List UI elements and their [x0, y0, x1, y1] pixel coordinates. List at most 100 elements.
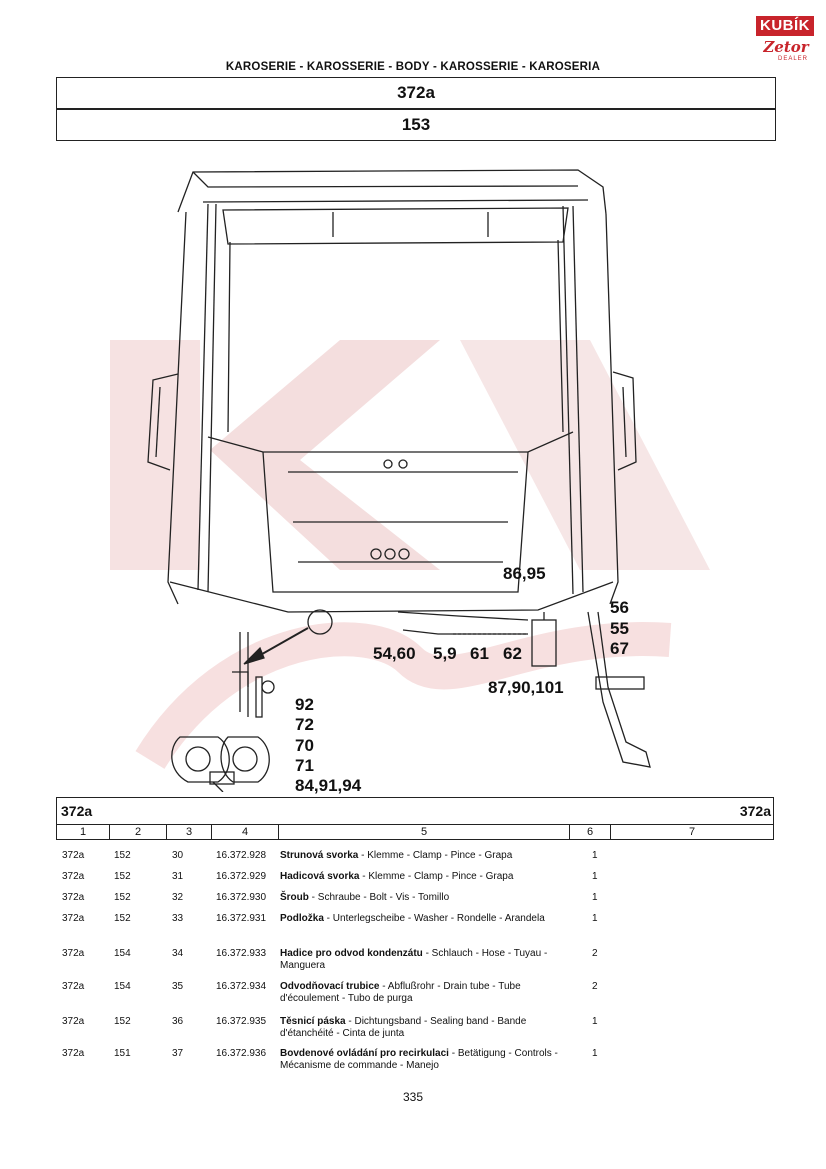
cell-figure: 152: [114, 850, 131, 861]
page-number: 335: [402, 1090, 424, 1104]
cell-description: Podložka - Unterlegscheibe - Washer - Ro…: [280, 913, 570, 925]
cell-part-number: 16.372.931: [216, 913, 267, 924]
callout-87-90-101: 87,90,101: [488, 678, 564, 697]
col-header-1: 1: [57, 825, 110, 839]
cell-part-number: 16.372.936: [216, 1048, 267, 1059]
cell-description: Hadicová svorka - Klemme - Clamp - Pince…: [280, 871, 570, 883]
description-czech: Šroub: [280, 892, 309, 903]
section-title: KAROSERIE - KAROSSERIE - BODY - KAROSSER…: [225, 61, 601, 73]
cell-description: Bovdenové ovládání pro recirkulaci - Bet…: [280, 1048, 570, 1072]
callout-70: 70: [295, 736, 314, 755]
description-translations: - Schlauch - Hose - Tuyau - Manguera: [280, 948, 548, 971]
callout-86-95: 86,95: [503, 564, 546, 583]
cell-group: 372a: [62, 1048, 85, 1059]
description-czech: Těsnicí páska: [280, 1016, 346, 1027]
cell-figure: 152: [114, 892, 131, 903]
brand-sub: DEALER: [778, 56, 809, 62]
callout-71: 71: [295, 756, 314, 775]
cell-part-number: 16.372.935: [216, 1016, 267, 1027]
figure-number-box: 153: [56, 109, 776, 141]
cell-figure: 152: [114, 1016, 131, 1027]
cell-quantity: 1: [592, 913, 598, 924]
cell-quantity: 1: [592, 871, 598, 882]
col-header-2: 2: [110, 825, 167, 839]
description-translations: - Betätigung - Controls - Mécanisme de c…: [280, 1048, 558, 1071]
cell-position: 32: [172, 892, 184, 903]
cell-position: 36: [172, 1016, 184, 1027]
brand-script: Zetor: [763, 38, 809, 56]
callout-84-91-94: 84,91,94: [295, 776, 362, 795]
cell-part-number: 16.372.929: [216, 871, 267, 882]
cell-position: 35: [172, 981, 184, 992]
col-header-5: 5: [279, 825, 570, 839]
table-body: 372a 152 30 16.372.928 Strunová svorka - Kle…: [56, 850, 774, 1080]
description-czech: Hadicová svorka: [280, 871, 360, 882]
table-group-left: 372a: [61, 803, 93, 819]
description-translations: - Abflußrohr - Drain tube - Tube d'écoul…: [280, 981, 521, 1004]
cell-description: Strunová svorka - Klemme - Clamp - Pince…: [280, 850, 570, 862]
cell-quantity: 1: [592, 1048, 598, 1059]
callout-92: 92: [295, 695, 314, 714]
description-translations: - Klemme - Clamp - Pince - Grapa: [358, 850, 513, 861]
cell-position: 37: [172, 1048, 184, 1059]
group-code-box: 372a: [56, 77, 776, 109]
cell-position: 31: [172, 871, 184, 882]
callout-5-9: 5,9: [433, 644, 457, 663]
cell-quantity: 2: [592, 948, 598, 959]
cell-group: 372a: [62, 981, 85, 992]
table-column-header: 1 2 3 4 5 6 7: [56, 824, 774, 840]
description-translations: - Schraube - Bolt - Vis - Tomillo: [308, 892, 450, 903]
callout-55: 55: [610, 619, 629, 638]
description-czech: Podložka: [280, 913, 324, 924]
cell-description: Těsnicí páska - Dichtungsband - Sealing …: [280, 1016, 570, 1040]
cell-part-number: 16.372.930: [216, 892, 267, 903]
col-header-3: 3: [167, 825, 212, 839]
cell-quantity: 2: [592, 981, 598, 992]
description-translations: - Klemme - Clamp - Pince - Grapa: [359, 871, 514, 882]
cell-group: 372a: [62, 948, 85, 959]
cell-quantity: 1: [592, 1016, 598, 1027]
callout-61: 61: [470, 644, 489, 663]
col-header-6: 6: [570, 825, 611, 839]
callout-67: 67: [610, 639, 629, 658]
cell-position: 34: [172, 948, 184, 959]
brand-name: KUBÍK: [756, 16, 814, 36]
cab-exploded-diagram: [147, 169, 651, 792]
cell-figure: 151: [114, 1048, 131, 1059]
description-translations: - Dichtungsband - Sealing band - Bande d…: [280, 1016, 527, 1039]
description-czech: Odvodňovací trubice: [280, 981, 380, 992]
cell-description: Odvodňovací trubice - Abflußrohr - Drain…: [280, 981, 570, 1005]
cell-group: 372a: [62, 1016, 85, 1027]
description-translations: - Unterlegscheibe - Washer - Rondelle - …: [323, 913, 545, 924]
cell-description: Hadice pro odvod kondenzátu - Schlauch -…: [280, 948, 570, 972]
table-group-header: 372a 372a: [56, 797, 774, 824]
cell-quantity: 1: [592, 850, 598, 861]
callout-54-60: 54,60: [373, 644, 416, 663]
cell-figure: 152: [114, 871, 131, 882]
brand-logo: KUBÍK Zetor DEALER: [756, 16, 814, 66]
callout-56: 56: [610, 598, 629, 617]
cell-position: 33: [172, 913, 184, 924]
cell-group: 372a: [62, 892, 85, 903]
cell-group: 372a: [62, 913, 85, 924]
cell-figure: 154: [114, 948, 131, 959]
cell-description: Šroub - Schraube - Bolt - Vis - Tomillo: [280, 892, 570, 904]
cell-figure: 152: [114, 913, 131, 924]
cell-part-number: 16.372.934: [216, 981, 267, 992]
table-group-right: 372a: [739, 803, 771, 819]
callout-72: 72: [295, 715, 314, 734]
description-czech: Bovdenové ovládání pro recirkulaci: [280, 1048, 449, 1059]
callout-62: 62: [503, 644, 522, 663]
cell-group: 372a: [62, 850, 85, 861]
cell-figure: 154: [114, 981, 131, 992]
cell-group: 372a: [62, 871, 85, 882]
col-header-4: 4: [212, 825, 279, 839]
cell-part-number: 16.372.928: [216, 850, 267, 861]
col-header-7: 7: [688, 826, 696, 838]
parts-table: 372a 372a 1 2 3 4 5 6 7: [56, 797, 774, 840]
description-czech: Hadice pro odvod kondenzátu: [280, 948, 423, 959]
cell-part-number: 16.372.933: [216, 948, 267, 959]
description-czech: Strunová svorka: [280, 850, 359, 861]
cell-quantity: 1: [592, 892, 598, 903]
cell-position: 30: [172, 850, 184, 861]
